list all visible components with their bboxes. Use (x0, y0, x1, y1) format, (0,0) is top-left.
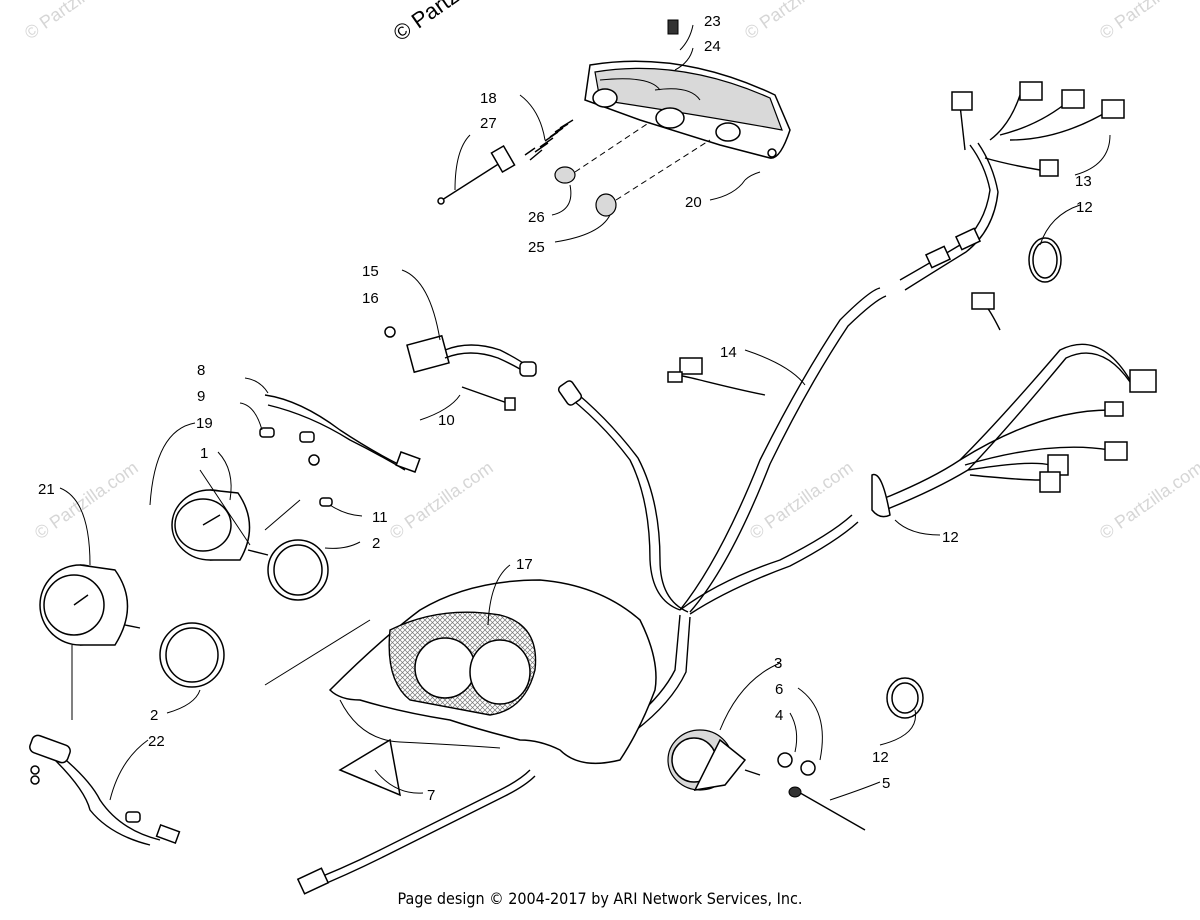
dash-panel (296, 579, 866, 895)
callout-15: 15 (362, 263, 379, 280)
watermark: © Partzilla.com (1096, 0, 1200, 43)
callout-25: 25 (528, 239, 545, 256)
callout-10: 10 (438, 412, 455, 429)
watermark: © Partzilla.com (386, 457, 497, 543)
callout-5: 5 (882, 775, 890, 792)
callout-19: 19 (196, 415, 213, 432)
watermark: © Partzilla.com (746, 457, 857, 543)
callout-1: 1 (200, 445, 208, 462)
regulator-assembly (384, 326, 537, 411)
callout-23: 23 (704, 13, 721, 30)
headlight-assembly (437, 19, 791, 217)
callout-11: 11 (372, 509, 388, 526)
callout-2-upper: 2 (372, 535, 380, 552)
copyright-footer: Page design © 2004-2017 by ARI Network S… (398, 889, 803, 908)
watermark: © Partzilla.com (21, 0, 132, 43)
callout-2-lower: 2 (150, 707, 158, 724)
callout-27: 27 (480, 115, 497, 132)
callout-12-bottom: 12 (872, 749, 889, 766)
callout-22: 22 (148, 733, 165, 750)
callout-18: 18 (480, 90, 497, 107)
callout-20: 20 (685, 194, 702, 211)
gauge-assembly-left (29, 394, 421, 846)
callout-17: 17 (516, 556, 533, 573)
leader-lines (59, 24, 1111, 801)
callout-3: 3 (774, 655, 782, 672)
callout-14: 14 (720, 344, 737, 361)
callout-13: 13 (1075, 173, 1092, 190)
callout-21: 21 (38, 481, 55, 498)
watermark: © Partzilla.com (1096, 457, 1200, 543)
callout-9: 9 (197, 388, 205, 405)
callout-12-top: 12 (1076, 199, 1093, 216)
watermark: © Partzilla.com (31, 457, 142, 543)
callout-4: 4 (775, 707, 783, 724)
callout-7: 7 (427, 787, 435, 804)
watermark-top: © Partzil (389, 0, 472, 46)
callout-12-mid: 12 (942, 529, 959, 546)
callout-8: 8 (197, 362, 205, 379)
callout-16: 16 (362, 290, 379, 307)
watermark: © Partzilla.com (741, 0, 852, 43)
callout-6: 6 (775, 681, 783, 698)
callout-labels: 23 24 18 27 20 26 25 13 12 15 16 14 8 9 … (38, 13, 1093, 804)
callout-26: 26 (528, 209, 545, 226)
callout-24: 24 (704, 38, 721, 55)
